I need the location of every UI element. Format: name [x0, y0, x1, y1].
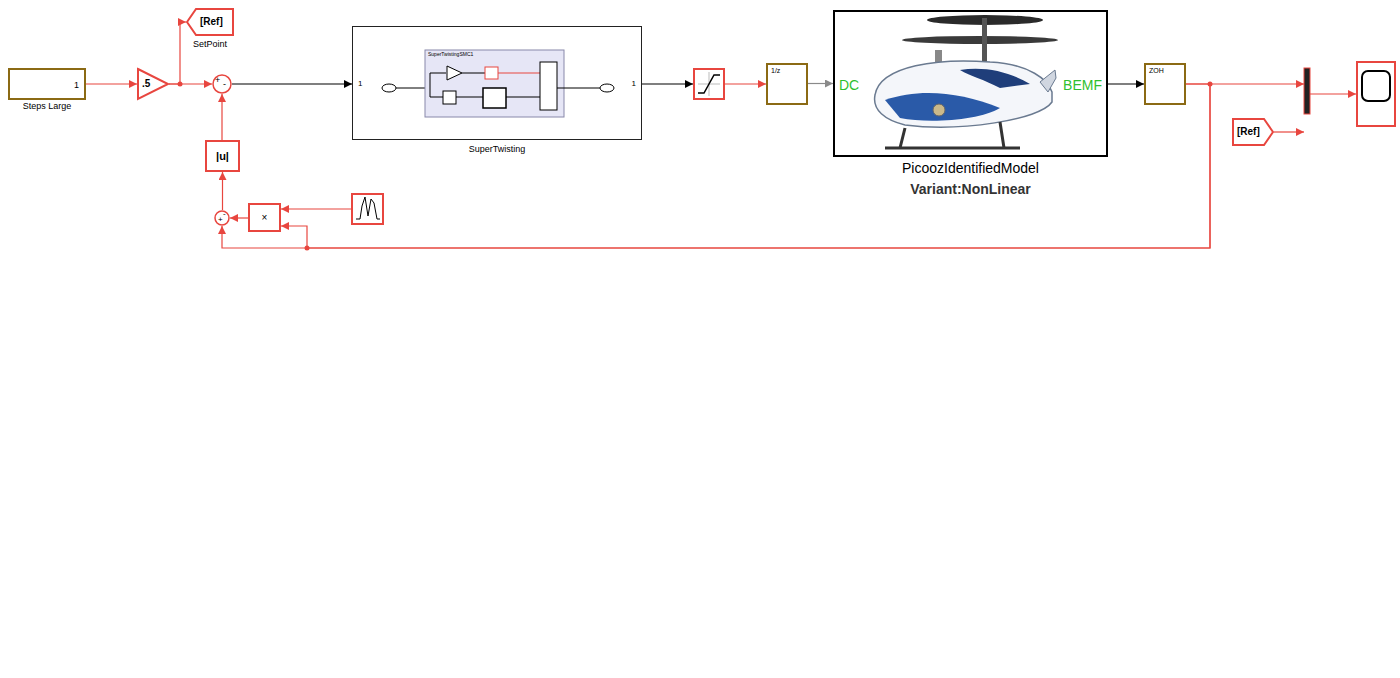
- block-label: 1: [358, 80, 362, 88]
- abs-block: |u|: [205, 140, 240, 172]
- signal-wire: [642, 83, 693, 84]
- signal-wire: [222, 84, 1210, 248]
- block-label: SuperTwistingSMC1: [428, 52, 473, 57]
- signal-wire: [281, 208, 351, 209]
- plant-block: DCBEMFPicoozIdentifiedModelVariant:NonLi…: [833, 10, 1108, 157]
- delay-block: 1/z: [766, 63, 808, 105]
- signal-wire: [86, 83, 137, 84]
- block-label: .5: [142, 79, 150, 89]
- sum-circle: -+: [214, 210, 230, 226]
- block-label: [Ref]: [200, 17, 223, 27]
- signal-wire: [169, 83, 212, 84]
- signal-wire: [230, 217, 248, 218]
- signal-wire: [1310, 93, 1356, 94]
- product-block: ×: [248, 203, 281, 232]
- signal-wire: [1108, 83, 1144, 84]
- block-label: SuperTwisting: [469, 145, 526, 154]
- helicopter-picture: [875, 15, 1058, 148]
- block-label: SetPoint: [193, 40, 227, 49]
- block-label: Steps Large: [23, 102, 72, 111]
- block-label: 1: [632, 80, 636, 88]
- block-label: +: [215, 76, 220, 85]
- block-label: ×: [262, 213, 268, 223]
- block-label: 1/z: [771, 67, 780, 74]
- gain-triangle: .5: [137, 68, 169, 100]
- signal-builder-symbol: [352, 194, 383, 224]
- signal-wire: [281, 84, 1210, 248]
- subsystem-preview: [382, 50, 614, 117]
- block-label: +: [218, 216, 223, 224]
- block-label: DC: [839, 78, 859, 92]
- signal-wire: [1274, 131, 1304, 132]
- hold-block: ZOH: [1144, 63, 1186, 105]
- block-label: |u|: [216, 151, 229, 162]
- block-label: PicoozIdentifiedModel: [902, 161, 1039, 175]
- signal-wire: [724, 83, 766, 84]
- subsystem-block: 11SuperTwistingSuperTwistingSMC1: [352, 26, 642, 140]
- block-label: BEMF: [1063, 78, 1102, 92]
- sum-circle: +-: [212, 74, 232, 94]
- block-label: ZOH: [1149, 67, 1164, 74]
- signal-wire: [1210, 83, 1304, 84]
- goto-tag: [Ref]SetPoint: [186, 8, 234, 36]
- step-source-block: 1Steps Large: [8, 68, 86, 100]
- block-label: -: [223, 80, 226, 89]
- signal-wire: [808, 83, 833, 84]
- signal-wire: [222, 172, 223, 210]
- signal-wire: [232, 83, 352, 84]
- signal-wire: [169, 22, 186, 84]
- from-tag: [Ref]: [1232, 118, 1274, 146]
- signal-wire: [221, 94, 222, 140]
- subsystem-preview: SuperTwistingSMC1: [425, 50, 564, 117]
- mux-bar: [1304, 68, 1310, 114]
- block-label: -: [223, 210, 226, 218]
- gain-triangle-outline: [137, 68, 169, 100]
- block-label: [Ref]: [1237, 127, 1260, 137]
- scope-symbol: [1357, 62, 1395, 126]
- block-label: 1: [74, 81, 79, 90]
- saturation-symbol: [694, 69, 724, 99]
- block-label: Variant:NonLinear: [910, 182, 1031, 196]
